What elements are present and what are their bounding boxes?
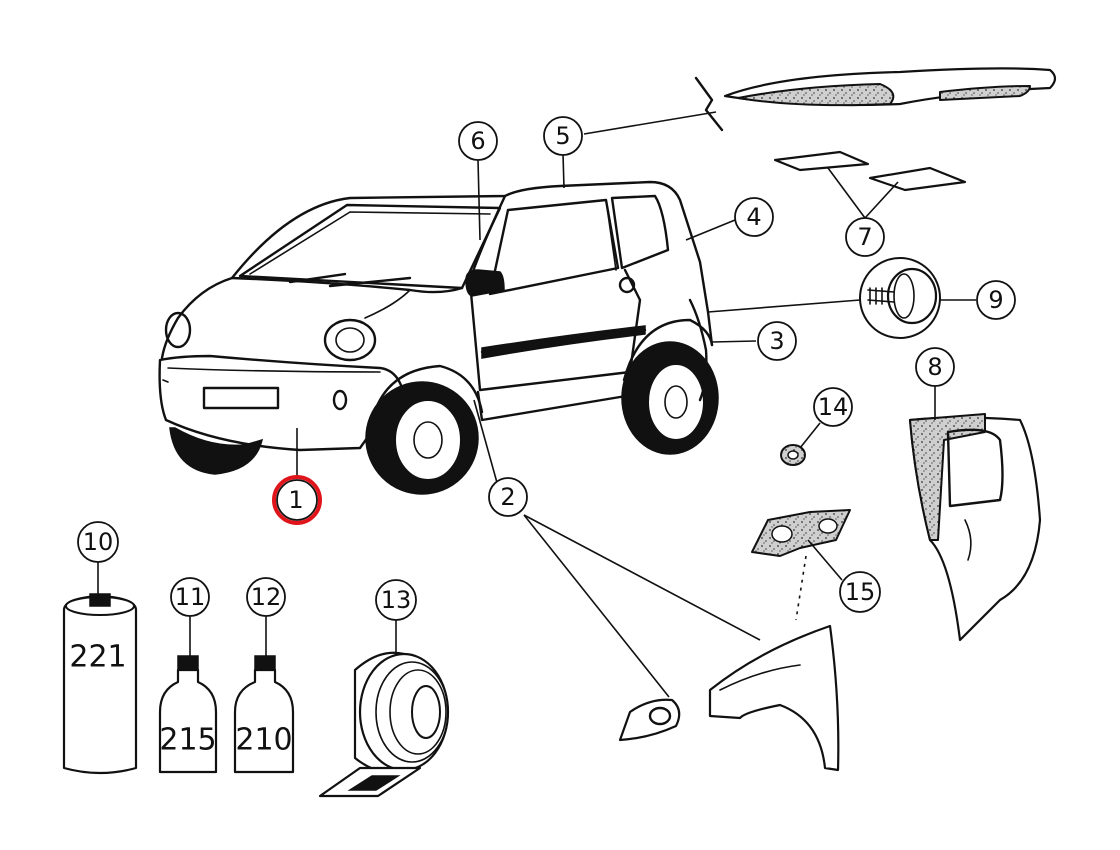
light-housing-part bbox=[618, 698, 681, 742]
clip-part bbox=[859, 257, 941, 339]
callout-11-label: 11 bbox=[175, 583, 206, 611]
tape-roll bbox=[318, 651, 450, 798]
bottle-left-label: 215 bbox=[159, 723, 216, 758]
callout-6-label: 6 bbox=[470, 127, 485, 155]
bottle-210: 210 bbox=[233, 655, 295, 774]
bottle-215: 215 bbox=[158, 655, 218, 774]
callout-13-label: 13 bbox=[381, 586, 412, 614]
callout-4-label: 4 bbox=[746, 203, 761, 231]
callout-9-label: 9 bbox=[988, 286, 1003, 314]
callout-4[interactable]: 4 bbox=[734, 197, 774, 237]
pad-parts bbox=[773, 150, 967, 192]
washer-part bbox=[780, 444, 806, 466]
callout-8-label: 8 bbox=[927, 353, 942, 381]
bottle-right-label: 210 bbox=[235, 723, 292, 758]
side-panel-part bbox=[908, 413, 1042, 642]
callout-2[interactable]: 2 bbox=[488, 477, 528, 517]
callout-13[interactable]: 13 bbox=[375, 579, 417, 621]
callout-10-label: 10 bbox=[83, 528, 114, 556]
callout-5-label: 5 bbox=[555, 122, 570, 150]
callout-3[interactable]: 3 bbox=[757, 321, 797, 361]
callout-8[interactable]: 8 bbox=[915, 347, 955, 387]
callout-15-label: 15 bbox=[845, 578, 876, 606]
callout-10[interactable]: 10 bbox=[77, 521, 119, 563]
callout-12-label: 12 bbox=[251, 583, 282, 611]
gasket-part bbox=[751, 509, 851, 621]
callout-1-label: 1 bbox=[288, 486, 303, 514]
callout-7[interactable]: 7 bbox=[845, 217, 885, 257]
callout-1-highlight-ring bbox=[272, 475, 322, 525]
callout-1[interactable]: 1 bbox=[272, 475, 322, 525]
callout-14-label: 14 bbox=[818, 393, 849, 421]
callout-7-label: 7 bbox=[857, 223, 872, 251]
callout-6[interactable]: 6 bbox=[458, 121, 498, 161]
callout-12[interactable]: 12 bbox=[246, 577, 286, 617]
callout-15[interactable]: 15 bbox=[839, 571, 881, 613]
callout-3-label: 3 bbox=[769, 327, 784, 355]
callout-11[interactable]: 11 bbox=[170, 577, 210, 617]
callout-5[interactable]: 5 bbox=[543, 116, 583, 156]
can-label: 221 bbox=[69, 640, 126, 675]
leader-lines bbox=[97, 111, 976, 698]
callout-14[interactable]: 14 bbox=[813, 387, 853, 427]
roof-panel-part bbox=[694, 67, 1057, 132]
callout-2-label: 2 bbox=[500, 483, 515, 511]
can-221: 221 bbox=[62, 593, 138, 775]
car-illustration bbox=[158, 180, 719, 495]
callout-9[interactable]: 9 bbox=[976, 280, 1016, 320]
fender-part bbox=[708, 624, 840, 772]
